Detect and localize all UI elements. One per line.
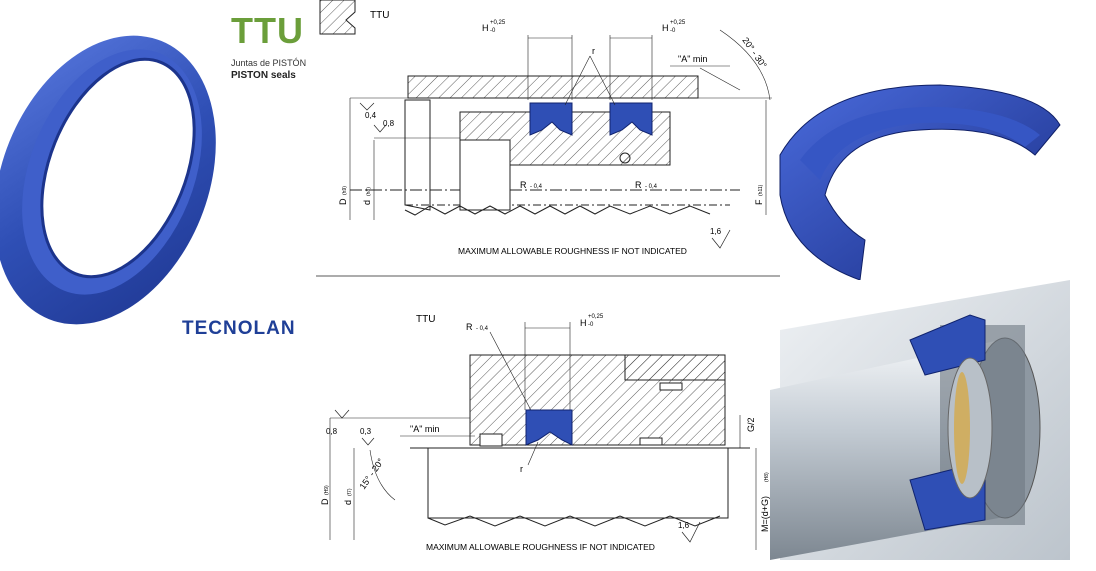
top-h-tol-right: +0,25: [670, 20, 686, 26]
subtitle-english: PISTON seals: [231, 70, 296, 81]
bottom-profile-label: TTU: [416, 314, 435, 325]
bottom-dim-D: D: [320, 498, 330, 505]
bottom-r-label: r: [520, 464, 523, 474]
bottom-dim-d-tol: (f7): [347, 488, 353, 496]
top-radius-left-tol: - 0,4: [530, 184, 543, 190]
top-dim-F-tol: (h11): [758, 184, 764, 196]
top-roughness-08: 0,8: [383, 119, 395, 128]
top-radius-right-tol: - 0,4: [645, 184, 658, 190]
top-radius-left: R: [520, 180, 527, 190]
top-h-dim-left: H: [482, 23, 489, 33]
top-h-dim-right: H: [662, 23, 669, 33]
top-h-tol-low-right: -0: [670, 28, 676, 34]
bottom-h-tol: +0,25: [588, 314, 604, 320]
bottom-dim-d: d: [343, 500, 353, 505]
subtitle-es-prefix: Juntas: [231, 58, 258, 68]
bottom-dim-M: M=(d+G): [760, 496, 770, 532]
top-profile-label: TTU: [370, 10, 389, 21]
subtitle-spanish: Juntas de PISTÓN: [231, 58, 306, 68]
bottom-technical-drawing: TTU R - 0,4 H +0,25 -0 "A" min 0,8 0,3 D…: [320, 314, 770, 552]
top-dim-d-tol: (h8): [366, 187, 372, 196]
top-roughness-04: 0,4: [365, 111, 377, 120]
top-roughness-16: 1,6: [710, 227, 722, 236]
seal-ring-image: [0, 35, 216, 325]
tecnolan-logo: TECNOLAN: [182, 318, 296, 339]
bottom-h-dim: H: [580, 318, 587, 328]
bottom-roughness-note: MAXIMUM ALLOWABLE ROUGHNESS IF NOT INDIC…: [426, 542, 655, 552]
subtitle-es-suffix: de PISTÓN: [260, 58, 307, 68]
bottom-radius: R: [466, 322, 473, 332]
bottom-dim-M-tol: (H8): [764, 472, 770, 482]
product-code-title: TTU: [231, 10, 304, 51]
bottom-h-tol-low: -0: [588, 322, 594, 328]
bottom-roughness-08: 0,8: [326, 427, 338, 436]
bottom-dim-D-tol: (H9): [324, 485, 330, 495]
cylinder-render-image: [770, 280, 1070, 560]
top-dim-d: d: [362, 200, 372, 205]
top-h-tol-left: +0,25: [490, 20, 506, 26]
top-h-tol-low-left: -0: [490, 28, 496, 34]
bottom-a-min: "A" min: [410, 424, 439, 434]
top-r-label: r: [592, 46, 595, 56]
top-dim-D-tol: (h9): [342, 186, 348, 195]
top-roughness-note: MAXIMUM ALLOWABLE ROUGHNESS IF NOT INDIC…: [458, 246, 687, 256]
bottom-roughness-03: 0,3: [360, 427, 372, 436]
top-angle: 20° - 30°: [740, 35, 769, 70]
profile-icon: [319, 0, 356, 35]
top-technical-drawing: TTU H +0,25 -0 H +0,25 -0 r "A" min 20° …: [316, 0, 780, 277]
seal-cutaway-image: [779, 84, 1061, 281]
top-a-min: "A" min: [678, 54, 707, 64]
bottom-g-half: G/2: [746, 417, 756, 432]
top-dim-F: F: [754, 199, 764, 205]
bottom-radius-tol: - 0,4: [476, 326, 489, 332]
top-dim-D: D: [338, 198, 348, 205]
top-radius-right: R: [635, 180, 642, 190]
bottom-roughness-16: 1,6: [678, 521, 690, 530]
